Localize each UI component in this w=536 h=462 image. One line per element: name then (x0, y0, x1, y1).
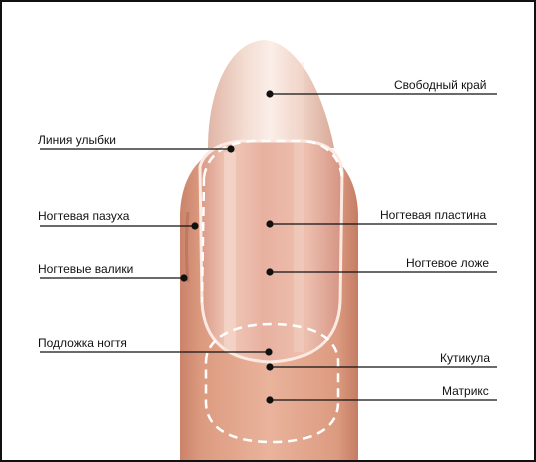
label-nail-sinus: Ногтевая пазуха (38, 209, 130, 223)
label-nail-plate: Ногтевая пластина (380, 208, 487, 222)
dot-nail-bed (266, 268, 274, 276)
dot-cuticle (266, 363, 274, 371)
label-cuticle: Кутикула (440, 351, 490, 365)
dot-nail-plate (266, 220, 274, 228)
dot-free-edge (266, 90, 274, 98)
nail-bed-dashed (200, 176, 206, 303)
nail-fold-shadow (185, 211, 190, 283)
dot-nail-base (265, 348, 273, 356)
label-matrix: Матрикс (442, 384, 489, 398)
label-nail-folds: Ногтевые валики (38, 262, 134, 276)
nail-plate-shape (200, 141, 342, 362)
label-smile-line: Линия улыбки (38, 133, 116, 147)
label-nail-bed: Ногтевое ложе (406, 256, 490, 270)
smile-line-dashed (202, 139, 344, 183)
dot-smile-line (227, 145, 235, 153)
label-free-edge: Свободный край (394, 78, 487, 92)
nail-highlight (224, 152, 236, 352)
dot-nail-sinus (191, 222, 199, 230)
dot-nail-folds (180, 274, 188, 282)
label-nail-base: Подложка ногтя (38, 336, 127, 350)
nail-highlight-2 (294, 62, 304, 352)
matrix-dashed (204, 322, 340, 444)
dot-matrix (266, 396, 274, 404)
